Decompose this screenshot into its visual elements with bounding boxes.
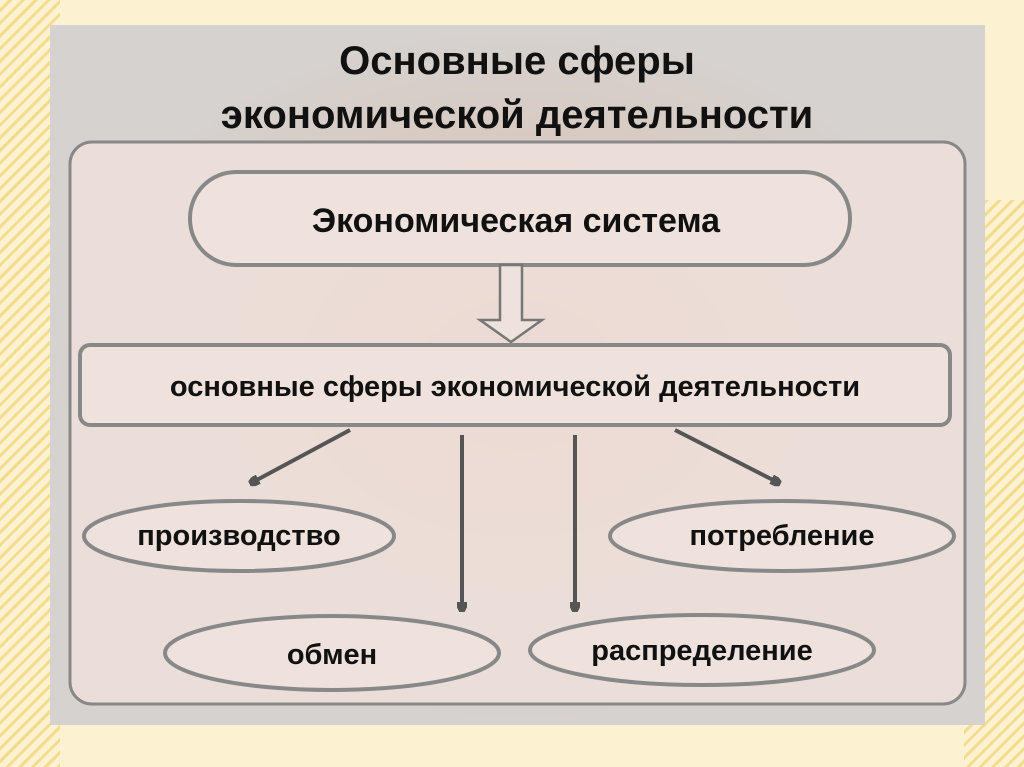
exchange-ellipse <box>163 614 501 692</box>
distribution-ellipse <box>528 613 876 687</box>
economic-system-label: Экономическая система <box>312 202 721 240</box>
hollow-down-arrow-icon <box>476 263 546 344</box>
distribution-label: распределение <box>591 635 813 667</box>
exchange-label: обмен <box>287 639 377 671</box>
arrow-to-consumption-icon <box>674 428 777 482</box>
spheres-box-label: основные сферы экономической деятельност… <box>170 371 860 403</box>
production-label: производство <box>137 520 340 552</box>
slide-title-line1: Основные сферы <box>339 39 695 83</box>
spheres-box <box>78 343 952 427</box>
production-ellipse <box>82 499 396 573</box>
consumption-label: потребление <box>689 520 874 552</box>
consumption-ellipse <box>608 499 956 573</box>
arrow-to-production-icon <box>253 428 351 482</box>
slide-title-line2: экономической деятельности <box>221 93 813 137</box>
